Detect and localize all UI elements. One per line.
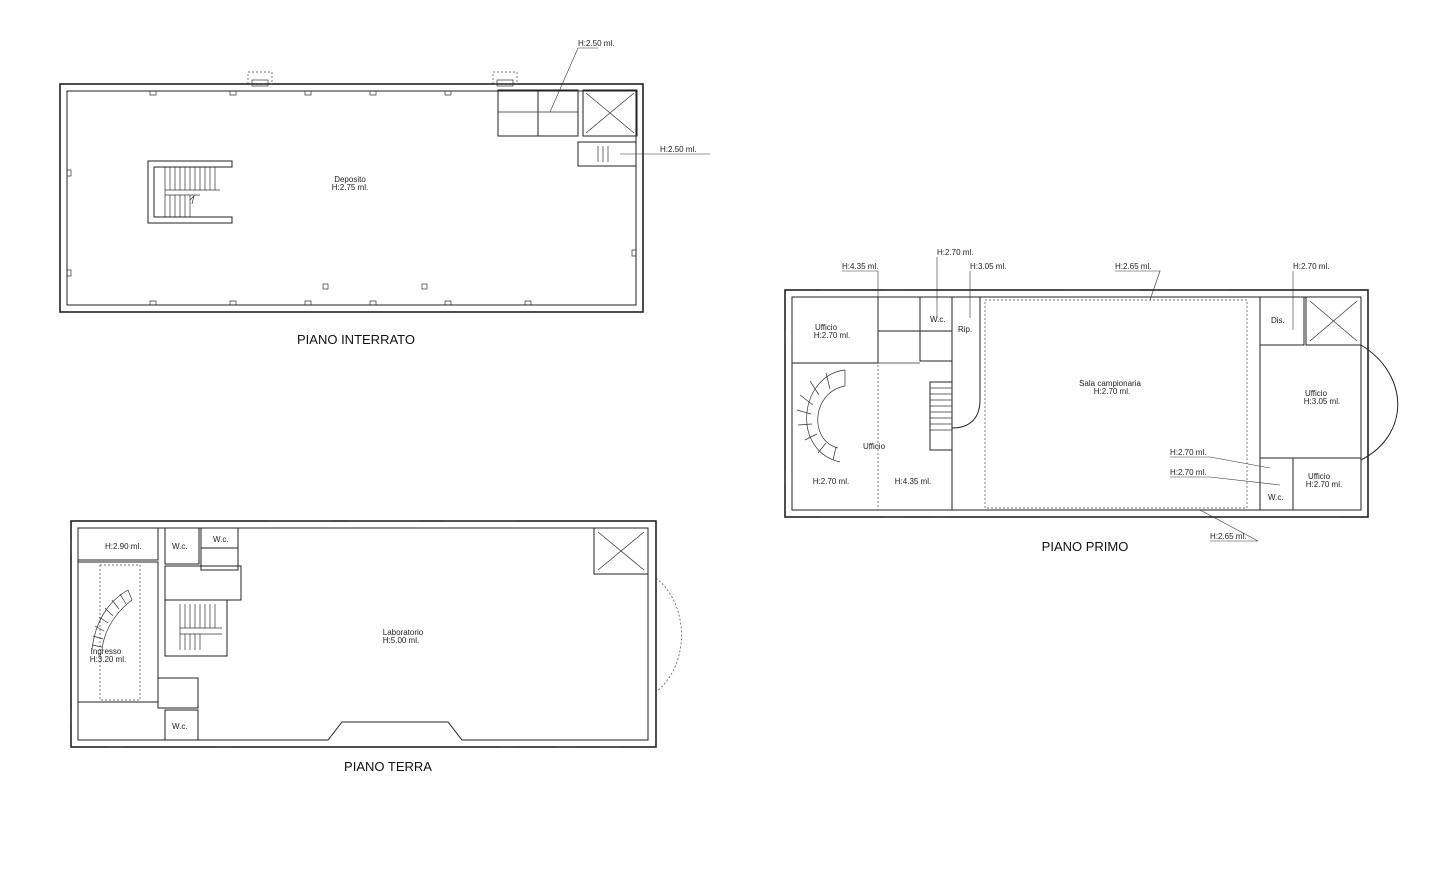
terra-wc-label-1: W.c. (172, 542, 188, 551)
primo-height-leaders (842, 257, 1294, 542)
interrato-height-label-1: H:2.50 ml. (578, 39, 614, 48)
room-dis: Dis. (1271, 316, 1285, 325)
primo-windows (784, 289, 1340, 518)
room-ufficio-4-name: Ufficio (1308, 472, 1331, 481)
room-ufficio-4-height: H:2.70 ml. (1306, 480, 1342, 489)
interrato-outer-wall (59, 83, 644, 313)
primo-wc-label-2: W.c. (1268, 493, 1284, 502)
primo-sala-boundary (984, 299, 1248, 509)
primo-height-label-435-bottom: H:4.35 ml. (895, 477, 931, 486)
primo-height-label-305: H:3.05 ml. (970, 262, 1006, 271)
room-ingresso-name: Ingresso (91, 647, 122, 656)
room-sala-campionaria-height: H:2.70 ml. (1094, 387, 1130, 396)
primo-bay-window (1360, 344, 1399, 461)
primo-height-label-265b: H:2.65 ml. (1210, 532, 1246, 541)
terra-windows (70, 520, 620, 748)
terra-wc-label-2: W.c. (213, 535, 229, 544)
plan-piano-interrato: H:2.50 ml. H:2.50 ml. Deposito H:2.75 ml… (59, 39, 710, 347)
terra-wc-label-3: W.c. (172, 722, 188, 731)
primo-inner-wall (791, 296, 1362, 511)
primo-height-label-435: H:4.35 ml. (842, 262, 878, 271)
primo-height-label-270a: H:2.70 ml. (937, 248, 973, 257)
plan-title-primo: PIANO PRIMO (1042, 539, 1129, 554)
primo-height-label-stairs: H:2.70 ml. (813, 477, 849, 486)
room-ingresso-height: H:3.20 ml. (90, 655, 126, 664)
primo-height-label-270b: H:2.70 ml. (1293, 262, 1329, 271)
primo-elevator (1305, 296, 1362, 346)
primo-wc-label-1: W.c. (930, 315, 946, 324)
room-sala-campionaria-name: Sala campionaria (1079, 379, 1141, 388)
terra-inner-wall (77, 527, 649, 741)
interrato-inner-wall (66, 90, 637, 306)
room-ufficio-3-name: Ufficio (863, 442, 886, 451)
interrato-height-label-2: H:2.50 ml. (660, 145, 696, 154)
primo-height-label-265a: H:2.65 ml. (1115, 262, 1151, 271)
interrato-pilasters (67, 91, 636, 305)
plan-piano-terra: H:2.90 ml. W.c. W.c. W.c. Ingresso H:3.2… (70, 520, 682, 774)
room-laboratorio-height: H:5.00 ml. (383, 636, 419, 645)
primo-height-label-270d: H:2.70 ml. (1170, 468, 1206, 477)
room-rip: Rip. (958, 325, 972, 334)
room-laboratorio-name: Laboratorio (383, 628, 424, 637)
interrato-elevator (582, 89, 638, 137)
terra-height-label: H:2.90 ml. (105, 542, 141, 551)
terra-bay-window (655, 577, 682, 693)
terra-elevator (593, 527, 649, 575)
terra-curved-stair (91, 589, 133, 651)
room-ufficio-1-name: Ufficio (815, 323, 838, 332)
room-ufficio-2-name: Ufficio (1305, 389, 1328, 398)
room-deposito-height: H:2.75 ml. (332, 183, 368, 192)
room-ufficio-2-height: H:3.05 ml. (1304, 397, 1340, 406)
primo-stair (929, 381, 953, 451)
interrato-stair (147, 160, 233, 224)
terra-outer-wall (70, 520, 657, 748)
plan-title-terra: PIANO TERRA (344, 759, 432, 774)
plan-piano-primo: H:4.35 ml. H:2.70 ml. H:3.05 ml. H:2.65 … (784, 248, 1399, 554)
room-deposito-name: Deposito (334, 175, 366, 184)
plan-title-interrato: PIANO INTERRATO (297, 332, 415, 347)
terra-stair (164, 599, 228, 657)
primo-height-label-270c: H:2.70 ml. (1170, 448, 1206, 457)
room-ufficio-1-height: H:2.70 ml. (814, 331, 850, 340)
primo-curved-stair (796, 369, 846, 463)
